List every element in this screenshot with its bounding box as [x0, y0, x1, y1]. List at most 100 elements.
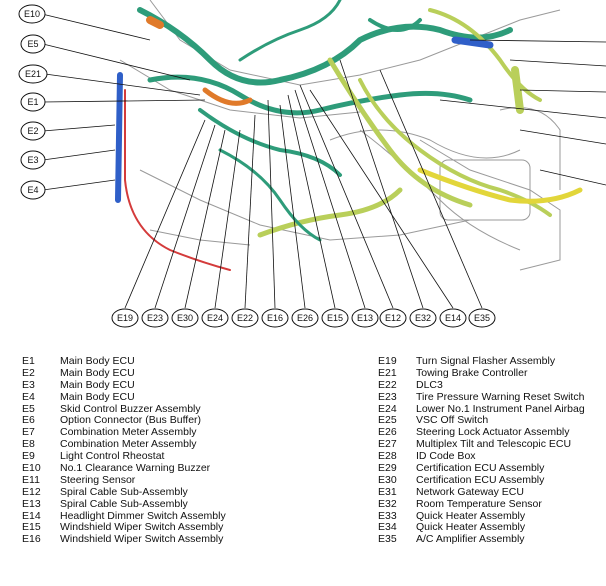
legend-code: E19: [378, 356, 397, 367]
callout-e16: E16: [261, 99, 289, 328]
legend-code: E23: [378, 391, 397, 403]
legend-row: E2 Main Body ECU: [22, 368, 352, 380]
legend-label: Steering Sensor: [60, 474, 136, 486]
legend-code: E35: [378, 534, 397, 546]
legend-row: E25 VSC Off Switch: [378, 415, 606, 427]
callout-e12: E12: [299, 84, 407, 328]
callout-e5: E5: [20, 34, 191, 81]
legend-code: E24: [378, 403, 397, 415]
legend-label: Certification ECU Assembly: [416, 474, 545, 486]
svg-text:E1: E1: [27, 97, 38, 107]
legend-code: E6: [22, 415, 35, 427]
callout-e15: E15: [287, 94, 349, 328]
svg-text:E2: E2: [27, 126, 38, 136]
legend-label: Lower No.1 Instrument Panel Airbag: [416, 403, 585, 415]
svg-text:E10: E10: [24, 9, 40, 19]
right-leader-lines: [439, 39, 606, 186]
legend-label: Main Body ECU: [60, 379, 135, 391]
legend-row: E24 Lower No.1 Instrument Panel Airbag: [378, 404, 606, 416]
legend-code: E1: [22, 356, 35, 367]
legend-label: Turn Signal Flasher Assembly: [416, 356, 556, 367]
legend-code: E34: [378, 522, 397, 534]
callout-e35: E35: [379, 69, 496, 328]
legend-code: E31: [378, 486, 397, 498]
legend-row: E33 Quick Heater Assembly: [378, 511, 606, 523]
legend-code: E25: [378, 415, 397, 427]
legend-label: Certification ECU Assembly: [416, 463, 545, 475]
harness-wires: [115, 0, 583, 271]
bottom-callouts: E19 E23 E30 E24 E22 E16: [111, 59, 496, 328]
legend-code: E28: [378, 451, 397, 463]
callout-e1: E1: [20, 92, 206, 112]
legend-label: Combination Meter Assembly: [60, 439, 197, 451]
legend-label: Quick Heater Assembly: [416, 510, 526, 522]
callout-e19: E19: [111, 119, 206, 328]
callout-e26: E26: [279, 104, 319, 328]
legend-row: E11 Steering Sensor: [22, 475, 352, 487]
left-callouts: E10 E5 E21 E1 E2 E3: [18, 4, 206, 200]
callout-e21: E21: [18, 64, 201, 96]
legend-code: E22: [378, 379, 397, 391]
legend-code: E32: [378, 498, 397, 510]
callout-e22: E22: [231, 114, 259, 328]
callout-e10: E10: [18, 4, 151, 41]
legend-code: E10: [22, 463, 41, 475]
legend-code: E29: [378, 463, 397, 475]
legend-label: Steering Lock Actuator Assembly: [416, 427, 570, 439]
svg-text:E32: E32: [415, 313, 431, 323]
legend-row: E23 Tire Pressure Warning Reset Switch: [378, 392, 606, 404]
legend-code: E33: [378, 510, 397, 522]
legend-label: Spiral Cable Sub-Assembly: [60, 498, 188, 510]
legend-code: E21: [378, 367, 397, 379]
legend-label: Skid Control Buzzer Assembly: [60, 403, 201, 415]
svg-text:E23: E23: [147, 313, 163, 323]
svg-text:E16: E16: [267, 313, 283, 323]
callout-e4: E4: [20, 179, 116, 200]
legend-label: VSC Off Switch: [416, 415, 489, 427]
legend-code: E15: [22, 522, 41, 534]
legend-code: E12: [22, 486, 41, 498]
svg-text:E14: E14: [445, 313, 461, 323]
svg-text:E4: E4: [27, 185, 38, 195]
legend-code: E30: [378, 474, 397, 486]
svg-text:E26: E26: [297, 313, 313, 323]
legend-label: Light Control Rheostat: [60, 451, 165, 463]
legend-row: E30 Certification ECU Assembly: [378, 475, 606, 487]
svg-text:E35: E35: [474, 313, 490, 323]
legend-code: E2: [22, 367, 35, 379]
legend-label: ID Code Box: [416, 451, 476, 463]
callout-e24: E24: [201, 129, 241, 328]
legend-row: E35 A/C Amplifier Assembly: [378, 534, 606, 546]
svg-text:E22: E22: [237, 313, 253, 323]
legend-label: A/C Amplifier Assembly: [416, 534, 525, 546]
legend-label: Headlight Dimmer Switch Assembly: [60, 510, 226, 522]
callout-e13: E13: [294, 89, 379, 328]
legend-label: Windshield Wiper Switch Assembly: [60, 534, 224, 546]
legend-label: Main Body ECU: [60, 367, 135, 379]
svg-text:E13: E13: [357, 313, 373, 323]
legend-code: E4: [22, 391, 35, 403]
legend-label: Quick Heater Assembly: [416, 522, 526, 534]
legend-code: E11: [22, 474, 40, 486]
legend-code: E9: [22, 451, 35, 463]
svg-text:E3: E3: [27, 155, 38, 165]
legend-label: Tire Pressure Warning Reset Switch: [416, 391, 585, 403]
legend-code: E8: [22, 439, 35, 451]
callout-e14: E14: [309, 89, 467, 328]
callout-e30: E30: [171, 129, 226, 328]
callout-e2: E2: [20, 121, 116, 141]
callout-e3: E3: [20, 149, 116, 170]
